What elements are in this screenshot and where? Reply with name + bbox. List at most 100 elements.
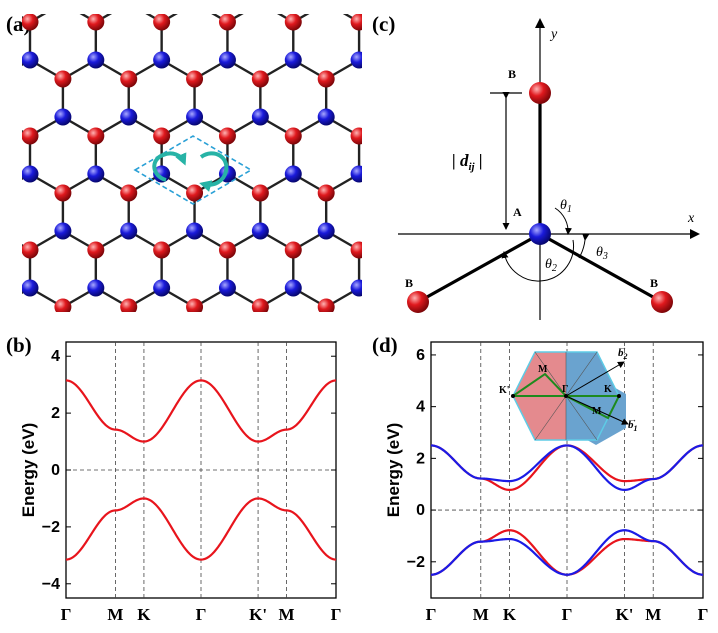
lattice-site-B: [416, 14, 433, 31]
bond-A-B-left: [417, 232, 541, 304]
lattice-site-B: [87, 127, 105, 145]
bond-geometry-diagram: x y | dij | θ1 θ2 θ3 A B B B: [398, 18, 700, 320]
lattice-site-A: [482, 52, 499, 69]
lattice-bond: [458, 402, 491, 421]
b2-vec-arrow: →: [619, 343, 627, 352]
lattice-site-A: [581, 223, 598, 240]
lattice-bond: [96, 459, 129, 478]
lattice-bond: [491, 174, 524, 193]
lattice-site-A: [54, 222, 72, 240]
lattice-bond: [491, 459, 524, 478]
lattice-bond: [458, 288, 491, 307]
band-line: [430, 444, 704, 492]
lattice-site-A: [482, 280, 499, 297]
kpoint-label: Γ: [562, 605, 573, 624]
lattice-site-B: [251, 70, 269, 88]
lattice-bond: [458, 345, 491, 364]
curl-arrow-left: [152, 151, 187, 182]
lattice-site-A: [153, 51, 171, 69]
lattice-site-B: [186, 413, 203, 430]
lattice-bond: [557, 117, 590, 136]
lattice-site-A: [22, 279, 39, 297]
lattice-site-B: [54, 70, 72, 88]
lattice-site-B: [0, 71, 6, 88]
lattice-bond: [392, 174, 425, 193]
lattice-site-A: [252, 451, 269, 468]
lattice-bond: [557, 288, 590, 307]
lattice-sites: [0, 0, 598, 487]
lattice-site-A: [54, 0, 71, 12]
lattice-site-B: [87, 14, 105, 31]
lattice-site-B: [515, 185, 532, 202]
lattice-bond: [557, 459, 590, 478]
lattice-site-B: [351, 470, 368, 487]
lattice-site-B: [186, 298, 204, 312]
lattice-bond: [129, 459, 162, 478]
lattice-site-B: [416, 128, 433, 145]
lattice-site-B: [251, 184, 269, 202]
lattice-site-A: [284, 279, 302, 297]
lattice-site-B: [482, 242, 499, 259]
kpoint-label: Γ: [196, 605, 207, 624]
unit-cell-overlay: [133, 135, 253, 205]
lattice-site-A: [350, 51, 362, 69]
lattice-bond: [326, 402, 359, 421]
lattice-bond: [359, 402, 392, 421]
b2-label: b2: [618, 347, 628, 361]
site-B-atom-top: [529, 82, 551, 104]
lattice-site-A: [318, 0, 335, 12]
lattice-bond: [458, 3, 491, 22]
lattice-site-A: [186, 337, 203, 354]
lattice-site-B: [153, 14, 171, 31]
bz-point-K: [617, 394, 621, 398]
lattice-site-A: [186, 222, 204, 240]
lattice-site-A: [120, 0, 137, 12]
lattice-bond: [557, 60, 590, 79]
lattice-site-A: [54, 108, 72, 126]
y-tick-label: 2: [416, 450, 425, 467]
lattice-bond: [293, 402, 326, 421]
lattice-site-B: [120, 184, 138, 202]
lattice-bond: [491, 117, 524, 136]
kpoint-label: Γ: [698, 605, 709, 624]
lattice-bond: [162, 459, 195, 478]
theta3-arc: [578, 233, 590, 259]
lattice-site-B: [317, 298, 335, 312]
lattice-bond: [326, 459, 359, 478]
lattice-bond: [491, 288, 524, 307]
lattice-site-A: [449, 337, 466, 354]
lattice-site-B: [251, 298, 269, 312]
lattice-site-B: [186, 184, 204, 202]
lattice-site-B: [350, 14, 362, 31]
lattice-site-B: [350, 241, 362, 259]
band-line: [65, 379, 337, 443]
lattice-site-B: [449, 299, 466, 316]
kpoint-label: M: [645, 605, 661, 624]
bz-path-right: [565, 395, 621, 420]
lattice-site-A: [515, 109, 532, 126]
brillouin-zone-inset: M K' Γ K M b2 → b1 →: [499, 343, 638, 445]
lattice-site-B: [317, 70, 335, 88]
lattice-site-B: [0, 413, 6, 430]
lattice-site-B: [449, 413, 466, 430]
y-tick-label: −2: [42, 519, 60, 536]
lattice-bond: [425, 3, 458, 22]
lattice-bond: [195, 402, 228, 421]
site-B-label-top: B: [508, 67, 516, 81]
lattice-site-A: [449, 0, 466, 12]
panel-label-d: (d): [372, 333, 398, 357]
lattice-bond: [425, 288, 458, 307]
lattice-site-A: [87, 279, 105, 297]
lattice-site-A: [284, 51, 302, 69]
b1-vec-arrow: →: [629, 415, 637, 424]
band-line: [430, 529, 704, 576]
lattice-bond: [425, 117, 458, 136]
theta2-label: θ2: [545, 257, 557, 274]
theta1-label: θ1: [560, 198, 572, 215]
lattice-site-A: [482, 394, 499, 411]
site-A-atom: [529, 223, 551, 245]
lattice-site-A: [416, 52, 433, 69]
unit-cell-rhombus: [133, 135, 253, 205]
lattice-site-A: [383, 223, 400, 240]
